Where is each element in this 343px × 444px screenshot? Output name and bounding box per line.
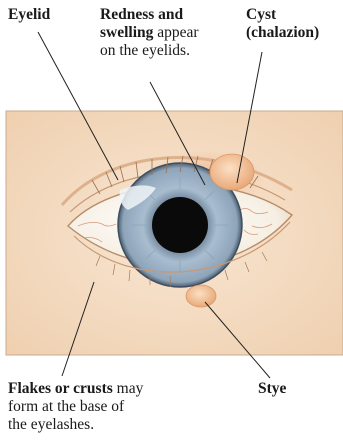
stye-bump [186,285,216,307]
label-redness-line1: Redness and [100,6,199,24]
label-redness-bold-2: swelling [100,24,153,41]
label-redness: Redness and swelling appear on the eyeli… [100,6,199,60]
label-redness-bold-1: Redness and [100,6,183,23]
label-flakes-rest-1: may [113,380,144,397]
label-cyst-line2: (chalazion) [246,24,319,41]
label-flakes-line1: Flakes or crusts may [8,380,143,398]
cyst-bump [210,154,254,190]
label-redness-line2: swelling appear [100,24,199,42]
pupil [152,197,208,253]
label-eyelid: Eyelid [8,6,50,24]
label-flakes-line2: form at the base of [8,398,143,416]
label-flakes: Flakes or crusts may form at the base of… [8,380,143,434]
label-flakes-bold: Flakes or crusts [8,380,113,397]
label-redness-line3: on the eyelids. [100,42,199,60]
label-stye-text: Stye [258,380,286,397]
label-cyst: Cyst (chalazion) [246,6,319,42]
label-flakes-line3: the eyelashes. [8,416,143,434]
label-redness-rest-2: appear [153,24,198,41]
label-eyelid-text: Eyelid [8,6,50,23]
label-cyst-line1: Cyst [246,6,276,23]
label-stye: Stye [258,380,286,398]
